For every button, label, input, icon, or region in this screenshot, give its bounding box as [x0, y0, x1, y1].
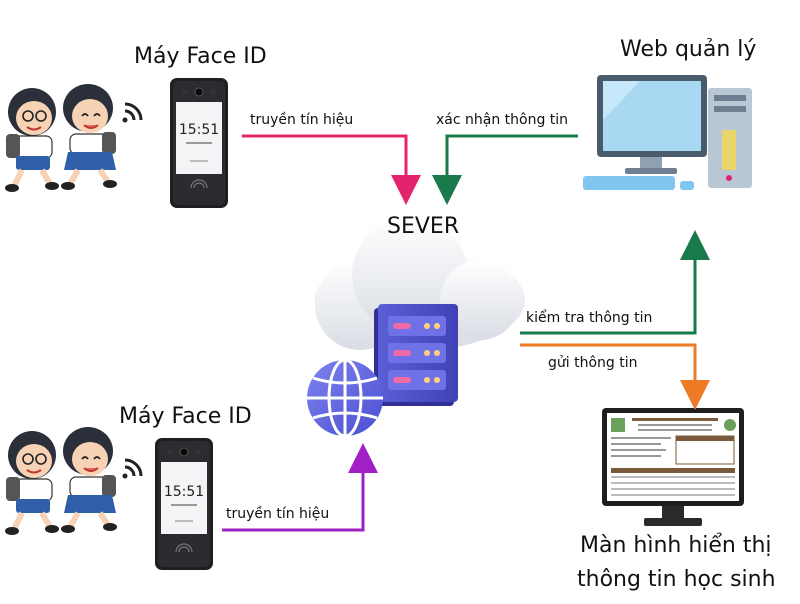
student-girl-bottom — [61, 427, 117, 533]
monitor-icon — [602, 408, 744, 526]
edge-label-top-signal: truyền tín hiệu — [250, 112, 354, 128]
arrow-web-confirm — [432, 134, 578, 205]
arrow-bottom-signal — [222, 443, 378, 532]
arrow-send-info — [520, 343, 710, 410]
arrow-top-signal — [242, 134, 421, 205]
globe-icon — [307, 358, 383, 438]
cloud-icon — [315, 217, 525, 350]
face-id-device-bottom: 15:51 — [155, 438, 213, 570]
web-label: Web quản lý — [620, 37, 757, 62]
screen-label-line2: thông tin học sinh — [577, 567, 776, 592]
clock-time-top: 15:51 — [179, 122, 219, 138]
wifi-icon-top — [122, 102, 143, 123]
edge-label-check-info: kiểm tra thông tin — [526, 310, 653, 326]
student-girl-top — [61, 84, 117, 190]
computer-icon — [583, 75, 752, 190]
face-id-top-label: Máy Face ID — [134, 44, 267, 69]
arrow-check-info — [520, 230, 710, 335]
server-rack-icon — [374, 304, 458, 406]
edge-label-send-info: gửi thông tin — [548, 355, 638, 371]
student-boy-bottom — [5, 431, 59, 535]
clock-time-bottom: 15:51 — [164, 484, 204, 500]
face-id-device-top: 15:51 — [170, 78, 228, 208]
wifi-icon-bottom — [122, 458, 143, 479]
student-boy-top — [5, 88, 59, 192]
edge-label-web-confirm: xác nhận thông tin — [436, 112, 569, 128]
server-label: SEVER — [387, 214, 460, 239]
face-id-bottom-label: Máy Face ID — [119, 404, 252, 429]
screen-label-line1: Màn hình hiển thị — [580, 533, 772, 558]
edge-label-bottom-signal: truyền tín hiệu — [226, 506, 330, 522]
